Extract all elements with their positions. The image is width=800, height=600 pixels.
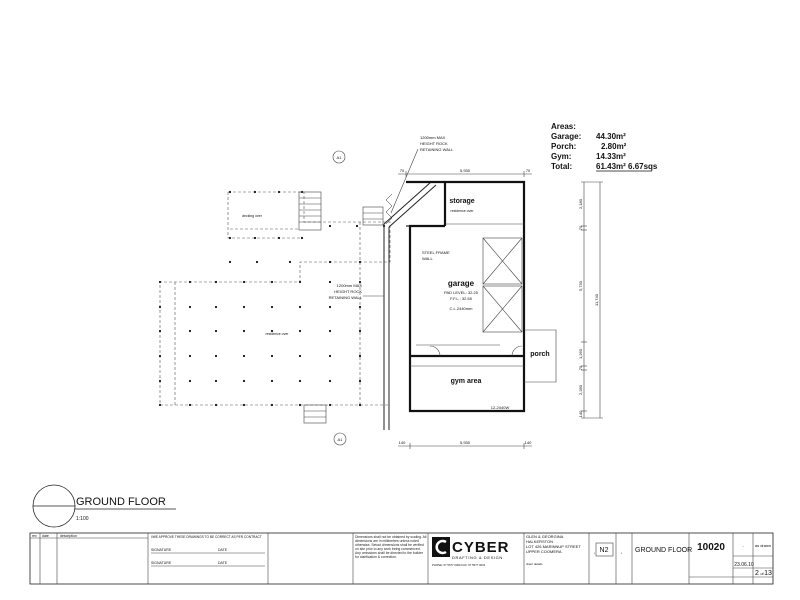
logo-name: CYBER xyxy=(452,539,510,556)
area-porch-label: Porch: xyxy=(551,142,576,151)
gym-label: gym area xyxy=(451,378,482,385)
section-marker-bottom: A1 xyxy=(333,432,347,446)
dimension-bottom: 140 5,930 140 xyxy=(398,440,532,449)
dim-side-g: 140 xyxy=(578,410,583,417)
garage-pad-level: PAD LEVEL: 32.25 xyxy=(444,290,479,295)
stair-top-left xyxy=(298,191,322,231)
retaining-note-top: 1200mm MAX HEIGHT ROCK RETAINING WALL xyxy=(420,135,454,152)
dim-side-f: 2,280 xyxy=(578,384,583,395)
area-garage-label: Garage: xyxy=(551,132,581,141)
tb-sheet-of: of xyxy=(760,571,764,576)
tb-site: LOT 426 MARINNUP STREET xyxy=(526,544,581,549)
retaining-note-top-line2: HEIGHT ROCK xyxy=(420,141,448,146)
area-total-value: 61.43m² 6.67sqs xyxy=(596,162,658,171)
decking-over-label: decking over xyxy=(242,214,263,218)
area-gym-label: Gym: xyxy=(551,152,571,161)
dim-side-a: 2,180 xyxy=(578,198,583,209)
tb-signature-2: SIGNATURE xyxy=(151,561,172,565)
area-garage-value: 44.30m² xyxy=(596,132,626,141)
tb-sheet-title: GROUND FLOOR xyxy=(635,547,692,554)
dim-side-d: 1,260 xyxy=(578,348,583,359)
retaining-note-mid-line1: 1200mm MAX xyxy=(337,283,363,288)
garage-ceiling: C.L.2440mm xyxy=(450,306,474,311)
retaining-note-mid: 1200mm MAX HEIGHT ROCK RETAINING WALL xyxy=(329,283,363,300)
tb-sheet-number: 2 of 13 xyxy=(755,570,772,577)
drawing-scale: 1:100 xyxy=(76,516,89,522)
dim-side-e: 70 xyxy=(578,365,583,370)
porch-label: porch xyxy=(530,351,549,358)
dim-top-left: 70 xyxy=(400,168,405,173)
storage-label: storage xyxy=(449,198,474,205)
garage-doors xyxy=(482,237,523,333)
stair-top-mid xyxy=(362,206,384,226)
tb-north: N2 xyxy=(600,547,609,554)
bottom-level-label: 12-2440W xyxy=(491,405,510,410)
tb-status: as drawn xyxy=(755,543,771,548)
column-grid xyxy=(158,190,386,407)
tb-suburb: UPPER COOMERA xyxy=(526,549,562,554)
steel-frame-line2: WALL xyxy=(422,256,434,261)
tb-approve: I/WE APPROVE THESE DRAWINGS TO BE CORREC… xyxy=(151,535,262,539)
tb-sheet-no: 2 xyxy=(755,570,759,577)
area-porch-value: 2.80m² xyxy=(601,142,627,151)
dim-top-right: 70 xyxy=(526,168,531,173)
retaining-note-top-line3: RETAINING WALL xyxy=(420,147,454,152)
tb-job-no: 10020 xyxy=(697,542,725,553)
areas-table: Areas: Garage: 44.30m² Porch: 2.80m² Gym… xyxy=(551,122,658,172)
tb-note: Dimensions shall not be obtained by scal… xyxy=(355,535,427,559)
tb-dash: - xyxy=(742,543,744,548)
area-total-label: Total: xyxy=(551,162,572,171)
retaining-note-top-line1: 1200mm MAX xyxy=(420,135,446,140)
tb-client: GLEN & GEORGINA xyxy=(526,534,564,539)
dimension-side: 2,180 70 5,730 1,260 70 2,280 140 11,740 xyxy=(578,181,603,419)
garage-ffl: F.F.L.: 32.55 xyxy=(450,296,473,301)
building-walls xyxy=(406,180,526,413)
retaining-note-mid-line3: RETAINING WALL xyxy=(329,295,363,300)
areas-heading: Areas: xyxy=(551,122,576,131)
tb-col-description: description xyxy=(60,534,77,538)
logo-sub: DRAFTING & DESIGN xyxy=(452,555,503,560)
tb-signature-1: SIGNATURE xyxy=(151,548,172,552)
tb-col-rev: rev xyxy=(32,534,37,538)
retaining-wall xyxy=(363,148,437,430)
garage-label: garage xyxy=(448,279,475,288)
stair-bottom xyxy=(303,404,327,424)
storage-residence-over-label: residence over xyxy=(451,209,475,213)
dim-bottom-main: 5,930 xyxy=(460,440,471,445)
area-gym-value: 14.33m² xyxy=(596,152,626,161)
tb-client-label: client details xyxy=(526,562,543,566)
drawing-title: GROUND FLOOR xyxy=(76,496,166,508)
dimension-top: 70 5,930 70 xyxy=(398,168,532,177)
section-marker-bottom-label: A1 xyxy=(338,437,344,442)
logo-details: PHONE: 07 5577 0000 FAX: 07 5577 0001 xyxy=(432,563,486,567)
dim-top-main: 5,930 xyxy=(460,168,471,173)
porch-outline xyxy=(429,329,557,383)
title-block: rev date description I/WE APPROVE THESE … xyxy=(29,532,774,585)
tb-sheet-total: 13 xyxy=(764,570,772,577)
tb-dot-1: • xyxy=(594,551,595,555)
drawing-title-block: GROUND FLOOR 1:100 xyxy=(32,484,176,528)
tb-client2: HALKERSTON xyxy=(526,539,553,544)
dim-bottom-left: 140 xyxy=(399,440,406,445)
retaining-note-mid-line2: HEIGHT ROCK xyxy=(334,289,362,294)
tb-date-1: DATE xyxy=(218,548,228,552)
tb-dot-2: • xyxy=(621,551,622,555)
residence-outline xyxy=(159,191,391,406)
tb-col-date: date xyxy=(42,534,49,538)
tb-date: 23.06.10 xyxy=(734,562,754,568)
cyber-logo: CYBER DRAFTING & DESIGN PHONE: 07 5577 0… xyxy=(432,537,510,567)
section-marker-top-label: A1 xyxy=(337,155,343,160)
steel-frame-line1: STEEL FRAME xyxy=(422,250,450,255)
dim-side-b: 70 xyxy=(578,225,583,230)
residence-over-label: residence over xyxy=(266,332,290,336)
dim-side-c: 5,730 xyxy=(578,280,583,291)
dim-side-total: 11,740 xyxy=(594,293,599,306)
tb-date-2: DATE xyxy=(218,561,228,565)
dim-bottom-right: 140 xyxy=(525,440,532,445)
section-marker-top: A1 xyxy=(332,150,346,164)
